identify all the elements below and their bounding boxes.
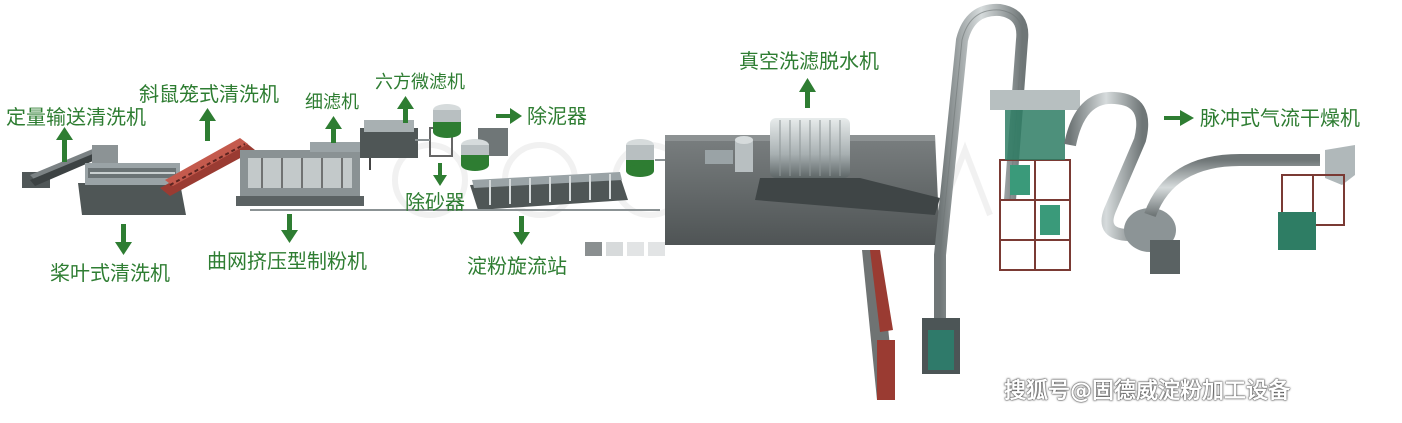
arrow-right-icon xyxy=(496,108,522,124)
desander-tank xyxy=(461,139,489,171)
label-curved-mesh-pulper: 曲网挤压型制粉机 xyxy=(207,249,367,273)
fine-filter-machine xyxy=(360,120,418,170)
arrow-down-icon xyxy=(115,224,132,255)
label-desander: 除砂器 xyxy=(405,190,465,214)
desilter-tank xyxy=(433,104,461,138)
arrow-up-icon xyxy=(397,96,414,123)
flow-arrows xyxy=(56,78,1194,255)
label-squirrel-cage-washer: 斜鼠笼式清洗机 xyxy=(139,82,279,106)
arrow-up-icon xyxy=(325,116,342,143)
arrow-down-icon xyxy=(433,163,447,186)
arrow-down-icon xyxy=(281,214,298,243)
arrow-right-icon xyxy=(1164,110,1194,126)
label-starch-hydrocyclone-station: 淀粉旋流站 xyxy=(467,254,567,278)
label-dosing-conveyor: 定量输送清洗机 xyxy=(6,105,146,129)
label-desilter: 除泥器 xyxy=(527,104,587,128)
pulse-air-dryer-machine xyxy=(922,3,1355,374)
squirrel-cage-washer-machine xyxy=(160,138,255,196)
vacuum-filter-dewaterer-machine xyxy=(705,118,940,215)
paddle-washer-machine xyxy=(78,163,186,215)
watermark-text: 搜狐号@固德威淀粉加工设备 xyxy=(1004,379,1291,404)
arrow-down-icon xyxy=(513,216,530,245)
hydrocyclone-station xyxy=(470,139,654,210)
label-paddle-washer: 桨叶式清洗机 xyxy=(50,261,170,285)
arrow-up-icon xyxy=(799,78,816,108)
label-pulse-air-dryer: 脉冲式气流干燥机 xyxy=(1200,106,1360,130)
label-vacuum-filter-dewaterer: 真空洗滤脱水机 xyxy=(739,49,879,73)
dosing-conveyor-machine xyxy=(22,145,118,188)
curved-mesh-pulper-machine xyxy=(236,142,365,206)
discharge-conveyor xyxy=(862,250,895,400)
arrow-up-icon xyxy=(199,108,216,141)
label-hexagonal-microfilter: 六方微滤机 xyxy=(375,72,465,93)
grey-marker-squares xyxy=(585,242,665,256)
arrow-up-icon xyxy=(56,127,73,162)
label-fine-filter: 细滤机 xyxy=(305,92,359,113)
